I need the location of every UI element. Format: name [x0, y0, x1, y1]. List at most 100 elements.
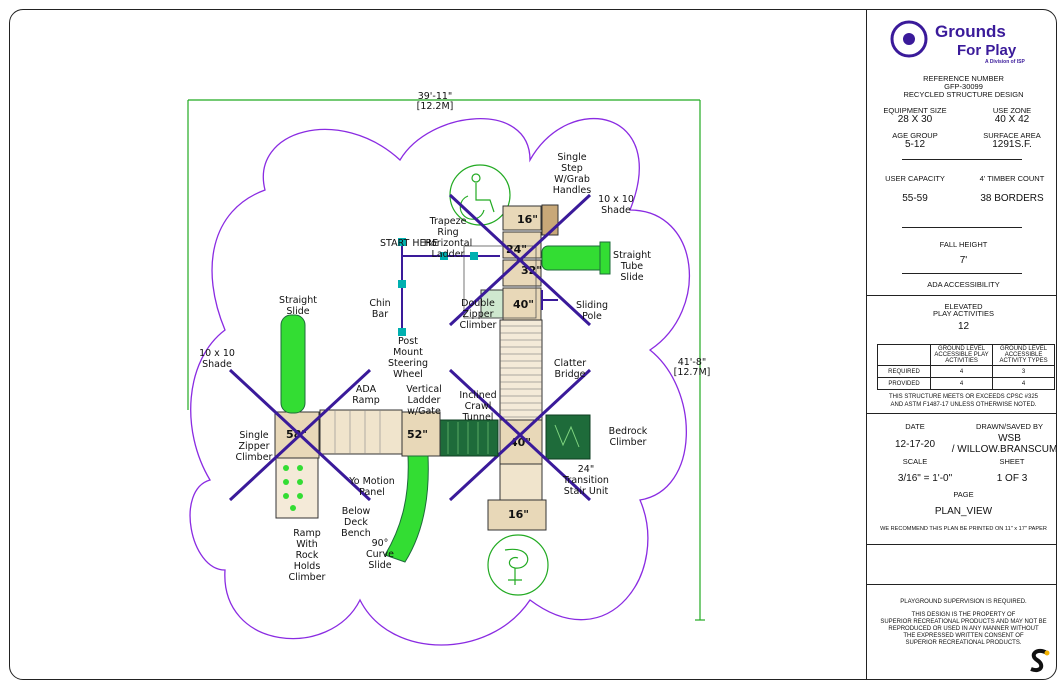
component-label-single-step: Handles: [553, 185, 592, 196]
component-label-ada-ramp: Ramp: [352, 395, 380, 406]
svg-text:A Division of ISP: A Division of ISP: [985, 59, 1025, 65]
age-group-label: AGE GROUP: [892, 131, 938, 140]
component-label-curve-slide: Curve: [366, 549, 394, 560]
ada-column-header: GROUND LEVEL ACCESSIBLE PLAY ACTIVITIES: [929, 344, 994, 366]
use-zone-value: 40 X 42: [994, 114, 1030, 125]
component-label-trapeze: Horizontal: [424, 238, 473, 249]
drawn-by-label: DRAWN/SAVED BY: [975, 422, 1044, 431]
user-capacity-label: USER CAPACITY: [885, 174, 945, 183]
component-label-single-zipper: Zipper: [239, 441, 270, 452]
svg-text:For Play: For Play: [957, 42, 1017, 59]
component-label-ramp-rock: Holds: [294, 561, 321, 572]
elevated-value: 12: [957, 321, 970, 332]
equipment-size-label: EQUIPMENT SIZE: [883, 106, 947, 115]
design-type: RECYCLED STRUCTURE DESIGN: [903, 90, 1024, 99]
component-label-curve-slide: Slide: [368, 560, 391, 571]
component-label-below-deck: Below: [342, 506, 371, 517]
component-label-trapeze: Ladder: [432, 249, 465, 260]
ada-cell: 4: [929, 377, 994, 390]
straight-slide: [280, 314, 306, 414]
component-label-straight-tube-slide: Slide: [620, 272, 643, 283]
reference-label: REFERENCE NUMBER: [923, 74, 1004, 83]
dimension-lines: [187, 99, 705, 621]
component-label-straight-tube-slide: Tube: [620, 261, 643, 272]
deck-height-label: 52": [407, 428, 428, 441]
depth-dimension-label: 41'-8": [678, 357, 707, 368]
deck-height-label: 16": [508, 508, 529, 521]
elevated-label-2: PLAY ACTIVITIES: [933, 309, 994, 318]
width-dimension-metric: [12.2M]: [417, 101, 454, 112]
component-label-bedrock: Climber: [610, 437, 647, 448]
property-note-2: SUPERIOR RECREATIONAL PRODUCTS AND MAY N…: [880, 619, 1047, 625]
component-label-clatter-bridge: Bridge: [555, 369, 586, 380]
sheet-label: SHEET: [999, 457, 1025, 466]
property-note-5: SUPERIOR RECREATIONAL PRODUCTS.: [905, 640, 1022, 646]
date-label: DATE: [905, 422, 925, 431]
component-label-inclined-crawl: Inclined: [459, 390, 496, 401]
accessibility-symbol-bottom: [487, 534, 549, 596]
component-label-clatter-bridge: Clatter: [554, 358, 586, 369]
depth-dimension-metric: [12.7M]: [674, 367, 711, 378]
component-label-straight-slide: Straight: [279, 295, 317, 306]
fall-height-value: 7': [959, 255, 968, 266]
bedrock-climber: [545, 414, 591, 460]
deck-40-right: [499, 419, 543, 465]
grounds-for-play-logo: Grounds For Play A Division of ISP: [890, 20, 1025, 65]
superior-recreational-logo: [1030, 648, 1050, 672]
component-label-ramp-rock: Rock: [296, 550, 319, 561]
component-label-inclined-crawl: Tunnel: [462, 412, 494, 423]
svg-text:Grounds: Grounds: [935, 22, 1006, 41]
cpsc-note-2: AND ASTM F1487-17 UNLESS OTHERWISE NOTED…: [890, 402, 1037, 408]
ada-accessibility-label: ADA ACCESSIBILITY: [927, 280, 1000, 289]
timber-count-label: 4' TIMBER COUNT: [979, 174, 1045, 183]
shade-canopy-left: [228, 368, 372, 502]
scale-value: 3/16" = 1'-0": [897, 473, 953, 484]
component-label-sliding-pole: Pole: [582, 311, 602, 322]
component-label-below-deck: Deck: [344, 517, 368, 528]
component-label-straight-slide: Slide: [286, 306, 309, 317]
component-label-single-step: Step: [561, 163, 583, 174]
component-label-post-mount: Post: [398, 336, 418, 347]
print-recommendation: WE RECOMMEND THIS PLAN BE PRINTED ON 11"…: [880, 526, 1047, 532]
supervision-note: PLAYGROUND SUPERVISION IS REQUIRED.: [900, 599, 1027, 605]
cpsc-note: THIS STRUCTURE MEETS OR EXCEEDS CPSC #32…: [888, 394, 1039, 400]
component-label-post-mount: Wheel: [393, 369, 423, 380]
ramp-rock-holds-climber: [275, 457, 319, 519]
component-label-ada-ramp: ADA: [356, 384, 377, 395]
ada-activities-table: GROUND LEVEL ACCESSIBLE PLAY ACTIVITIES …: [877, 344, 1055, 390]
shade-canopy-bottom-right: [448, 368, 592, 502]
component-label-trapeze: Ring: [437, 227, 458, 238]
curve-slide: [384, 455, 429, 563]
surface-area-value: 1291S.F.: [992, 139, 1032, 150]
component-label-shade-right: 10 x 10: [598, 194, 634, 205]
page-label: PAGE: [953, 490, 974, 499]
component-label-yo-motion: Panel: [359, 487, 385, 498]
ada-row-label: REQUIRED: [877, 365, 931, 378]
fall-height-label: FALL HEIGHT: [939, 240, 988, 249]
component-label-shade-right: Shade: [601, 205, 631, 216]
sheet-value: 1 OF 3: [996, 473, 1028, 484]
ada-column-header: GROUND LEVEL ACCESSIBLE ACTIVITY TYPES: [992, 344, 1055, 366]
page-value: PLAN_VIEW: [934, 506, 993, 517]
title-block: Grounds For Play A Division of ISP REFER…: [866, 10, 1056, 679]
component-label-transition: Stair Unit: [564, 486, 609, 497]
component-label-single-zipper: Climber: [236, 452, 273, 463]
shade-canopy-top-right: [448, 193, 592, 327]
component-label-sliding-pole: Sliding: [576, 300, 608, 311]
property-note-4: THE EXPRESSED WRITTEN CONSENT OF: [903, 633, 1024, 639]
component-label-post-mount: Mount: [393, 347, 423, 358]
ada-ramp: [319, 409, 403, 455]
ada-cell: 4: [992, 377, 1055, 390]
component-label-single-zipper: Single: [239, 430, 268, 441]
property-note-1: THIS DESIGN IS THE PROPERTY OF: [911, 612, 1016, 618]
component-label-shade-left: Shade: [202, 359, 232, 370]
equipment-size-value: 28 X 30: [897, 114, 933, 125]
component-label-curve-slide: 90°: [372, 538, 389, 549]
timber-count-value: 38 BORDERS: [980, 193, 1044, 204]
scale-label: SCALE: [902, 457, 928, 466]
component-label-vertical-ladder: w/Gate: [407, 406, 441, 417]
component-label-single-step: W/Grab: [554, 174, 590, 185]
playground-plan-view: 39'-11" [12.2M] 41'-8" [12.7M] 16" 24" 3…: [187, 91, 711, 646]
component-label-ramp-rock: With: [296, 539, 318, 550]
ada-cell: 4: [929, 365, 994, 378]
